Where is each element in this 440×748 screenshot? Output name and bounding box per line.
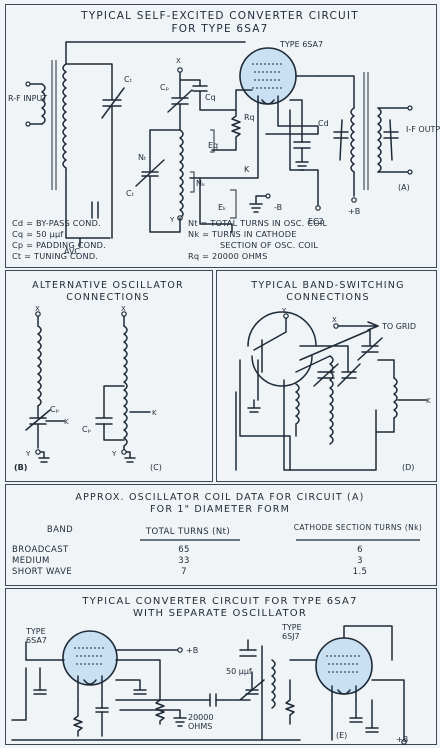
tag-c: (C)	[150, 463, 162, 472]
legend-nk-2: SECTION OF OSC. COIL	[220, 240, 318, 250]
tube-label-a: TYPE 6SA7	[279, 40, 323, 49]
cd-label: Cd	[318, 119, 329, 128]
legend-cq: Cq = 50 μμf	[12, 229, 64, 239]
row-2-total: 33	[178, 556, 190, 566]
row-3-total: 7	[181, 567, 187, 577]
y-label-c: Y	[111, 450, 117, 458]
x-label-a: X	[176, 57, 181, 65]
band-switch: TYPICAL BAND-SWITCHING CONNECTIONS Y X T…	[235, 280, 431, 472]
row-2-cathode: 3	[357, 556, 363, 566]
legend-cp: Cp = PADDING COND.	[12, 240, 106, 250]
ec2-label: EC2	[308, 217, 324, 226]
to-grid-label: TO GRID	[381, 322, 416, 331]
ct-label-osc: Cₜ	[126, 189, 134, 198]
circuit-a: TYPICAL SELF-EXCITED CONVERTER CIRCUIT F…	[8, 10, 440, 261]
band-switch-title-2: CONNECTIONS	[286, 292, 369, 303]
frame-circuit-a	[5, 4, 437, 268]
tag-e: (E)	[336, 731, 347, 740]
frame-band-switch	[216, 270, 437, 482]
row-1-band: BROADCAST	[12, 545, 69, 555]
cq-label: Cq	[205, 93, 216, 102]
row-3-cathode: 1.5	[353, 567, 368, 577]
y-label-a: Y	[169, 216, 175, 224]
frame-alt-osc	[5, 270, 213, 482]
plus-b-label-a: +B	[348, 207, 360, 216]
nt-label: Nₜ	[138, 153, 146, 162]
row-1-cathode: 6	[357, 545, 363, 555]
minus-b-label: -B	[274, 203, 282, 212]
circuit-a-title-2: FOR TYPE 6SA7	[171, 23, 268, 35]
ek-label: Eₖ	[218, 203, 226, 212]
tag-b: (B)	[14, 463, 27, 472]
coil-table-title-1: APPROX. OSCILLATOR COIL DATA FOR CIRCUIT…	[75, 492, 364, 503]
legend-cd: Cd = BY-PASS COND.	[12, 218, 101, 228]
k-label-d: K	[426, 397, 431, 405]
k-label-c: K	[152, 409, 157, 417]
x-label-c: X	[121, 305, 126, 313]
tag-d: (D)	[402, 463, 414, 472]
circuit-a-title-1: TYPICAL SELF-EXCITED CONVERTER CIRCUIT	[80, 10, 359, 22]
tube-6sa7-e	[62, 630, 118, 686]
legend-nk: Nk = TURNS IN CATHODE	[188, 229, 297, 239]
cp-label: Cₚ	[160, 83, 169, 92]
rf-input-label: R-F INPUT	[8, 94, 47, 103]
cp-label-c: Cₚ	[82, 425, 91, 434]
tag-a: (A)	[398, 183, 410, 192]
alt-osc-title-1: ALTERNATIVE OSCILLATOR	[32, 280, 184, 291]
alt-osc-title-2: CONNECTIONS	[66, 292, 149, 303]
row-3-band: SHORT WAVE	[12, 567, 72, 577]
row-2-band: MEDIUM	[12, 556, 50, 566]
x-label-b: X	[35, 305, 40, 313]
coil-table: APPROX. OSCILLATOR COIL DATA FOR CIRCUIT…	[12, 492, 422, 577]
legend-nt: Nt = TOTAL TURNS IN OSC. COIL	[188, 218, 327, 228]
plus-b-label-e2: +B	[396, 735, 408, 744]
k-label-b: K	[64, 418, 69, 426]
tube-6sj7-e	[315, 637, 373, 695]
cap-label-e: 50 μμf	[226, 667, 252, 676]
rq-label: Rq	[244, 113, 255, 122]
ct-label-input: Cₜ	[124, 75, 132, 84]
row-1-total: 65	[178, 545, 190, 555]
band-switch-title-1: TYPICAL BAND-SWITCHING	[250, 280, 404, 291]
circuit-e-title-1: TYPICAL CONVERTER CIRCUIT FOR TYPE 6SA7	[81, 596, 357, 607]
coil-table-title-2: FOR 1" DIAMETER FORM	[150, 504, 290, 515]
k-label-a: K	[244, 165, 250, 174]
y-label-d: Y	[281, 307, 287, 315]
avc-label: AVC	[64, 247, 80, 256]
table-header-band: BAND	[47, 525, 73, 535]
plus-b-label-e1: +B	[186, 646, 198, 655]
legend-ct: Ct = TUNING COND.	[12, 251, 98, 261]
legend-rq: Rq = 20000 OHMS	[188, 251, 267, 261]
circuit-e-title-2: WITH SEPARATE OSCILLATOR	[133, 608, 307, 619]
y-label-b: Y	[25, 450, 31, 458]
table-header-total: TOTAL TURNS (Nt)	[145, 527, 230, 537]
frame-coil-table	[5, 484, 437, 586]
eq-label: Eq	[208, 141, 218, 150]
cp-label-b: Cₚ	[50, 405, 59, 414]
table-header-cathode: CATHODE SECTION TURNS (Nk)	[294, 523, 422, 532]
frame-circuit-e	[5, 588, 437, 745]
tube-6sa7-a	[239, 47, 297, 105]
alt-osc: ALTERNATIVE OSCILLATOR CONNECTIONS X Cₚ …	[14, 280, 184, 472]
x-label-d: X	[332, 316, 337, 324]
circuit-e: TYPICAL CONVERTER CIRCUIT FOR TYPE 6SA7 …	[11, 596, 408, 745]
if-output-label: I-F OUTPUT	[406, 125, 440, 134]
